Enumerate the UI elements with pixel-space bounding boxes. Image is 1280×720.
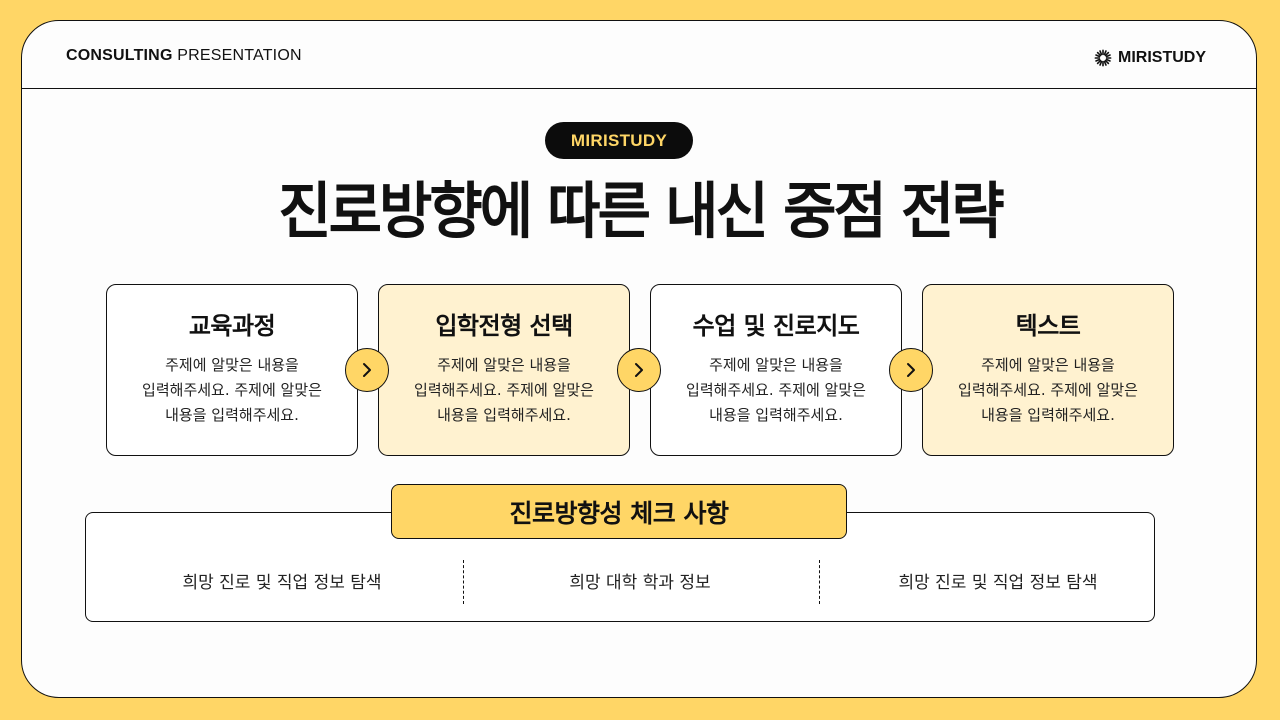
presentation-label: CONSULTING PRESENTATION [66, 47, 302, 65]
checklist-item: 희망 진로 및 직업 정보 탐색 [898, 573, 1098, 593]
checklist-item: 희망 대학 학과 정보 [569, 573, 711, 593]
chevron-right-icon [617, 348, 661, 392]
card-text-placeholder: 텍스트 주제에 알맞은 내용을 입력해주세요. 주제에 알맞은 내용을 입력해주… [922, 284, 1174, 456]
card-text: 주제에 알맞은 내용을 입력해주세요. 주제에 알맞은 내용을 입력해주세요. [414, 356, 594, 424]
divider [819, 560, 820, 604]
brand-name: MIRISTUDY [1118, 49, 1206, 66]
checklist-item: 희망 진로 및 직업 정보 탐색 [182, 573, 382, 593]
card-title: 입학전형 선택 [435, 312, 573, 340]
card-text: 주제에 알맞은 내용을 입력해주세요. 주제에 알맞은 내용을 입력해주세요. [686, 356, 866, 424]
chevron-right-icon [345, 348, 389, 392]
card-title: 수업 및 진로지도 [692, 312, 860, 340]
card-title: 교육과정 [188, 312, 276, 340]
sunburst-icon [1094, 49, 1112, 67]
checklist-label: 진로방향성 체크 사항 [391, 484, 847, 539]
brand-logo: MIRISTUDY [1094, 49, 1206, 67]
page-title: 진로방향에 따른 내신 중점 전략 [278, 175, 1004, 247]
presentation-label-bold: CONSULTING [66, 47, 173, 64]
card-curriculum: 교육과정 주제에 알맞은 내용을 입력해주세요. 주제에 알맞은 내용을 입력해… [106, 284, 358, 456]
divider [463, 560, 464, 604]
card-title: 텍스트 [1015, 312, 1081, 340]
presentation-label-regular: PRESENTATION [172, 47, 302, 64]
brand-badge: MIRISTUDY [545, 122, 693, 159]
card-guidance: 수업 및 진로지도 주제에 알맞은 내용을 입력해주세요. 주제에 알맞은 내용… [650, 284, 902, 456]
card-text: 주제에 알맞은 내용을 입력해주세요. 주제에 알맞은 내용을 입력해주세요. [958, 356, 1138, 424]
card-text: 주제에 알맞은 내용을 입력해주세요. 주제에 알맞은 내용을 입력해주세요. [142, 356, 322, 424]
card-admission: 입학전형 선택 주제에 알맞은 내용을 입력해주세요. 주제에 알맞은 내용을 … [378, 284, 630, 456]
top-bar: CONSULTING PRESENTATION [22, 21, 1256, 89]
chevron-right-icon [889, 348, 933, 392]
